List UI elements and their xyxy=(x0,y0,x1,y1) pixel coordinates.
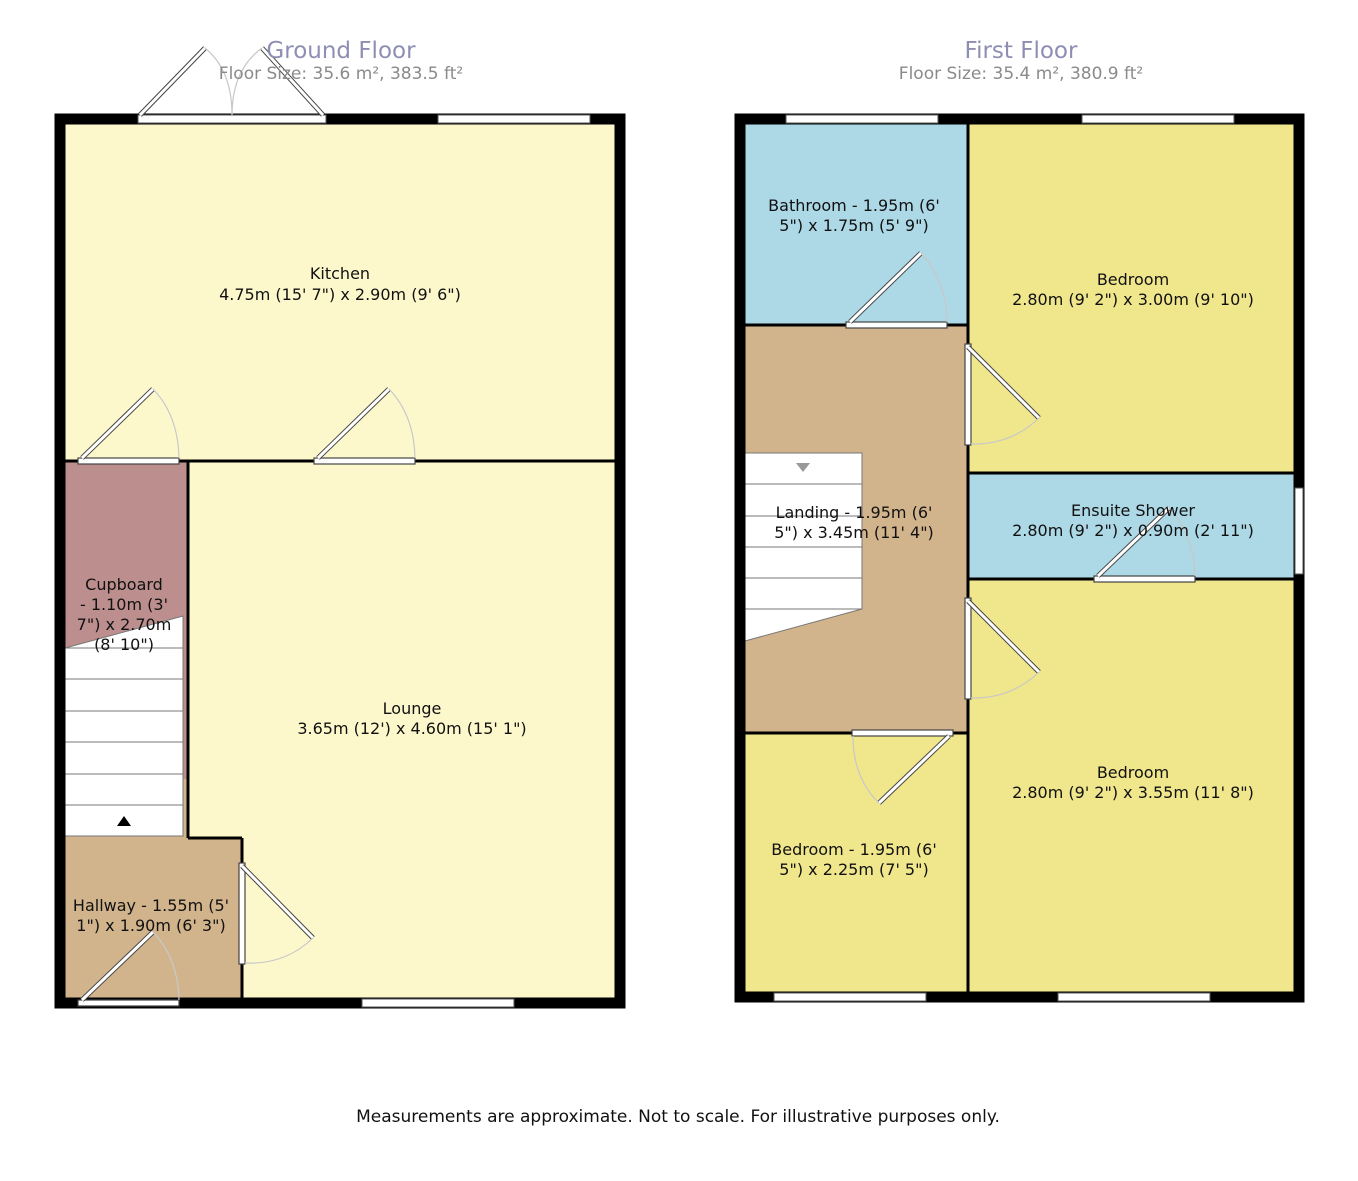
landing-label: Landing - 1.95m (6' xyxy=(776,503,933,522)
bedroom-large-label: Bedroom xyxy=(1097,763,1169,782)
ground-stairs xyxy=(64,615,184,837)
door xyxy=(77,387,180,465)
disclaimer: Measurements are approximate. Not to sca… xyxy=(356,1107,1000,1127)
bedroom-large-room xyxy=(968,579,1299,997)
lounge-label: Lounge xyxy=(383,699,442,718)
door xyxy=(1093,506,1196,583)
window xyxy=(437,114,591,124)
first-floor-size: Floor Size: 35.4 m², 380.9 ft² xyxy=(899,64,1143,84)
door xyxy=(238,862,315,965)
hallway-dimensions: 1") x 1.90m (6' 3") xyxy=(76,916,225,935)
bedroom-large-dimensions: 2.80m (9' 2") x 3.55m (11' 8") xyxy=(1012,783,1254,802)
ensuite-dimensions: 2.80m (9' 2") x 0.90m (2' 11") xyxy=(1012,521,1254,540)
cupboard-dimensions-line3: (8' 10") xyxy=(94,635,154,654)
door xyxy=(964,343,1041,446)
bedroom-top-label: Bedroom xyxy=(1097,270,1169,289)
window xyxy=(1294,487,1304,575)
cupboard-label: Cupboard xyxy=(85,575,163,594)
lounge-dimensions: 3.65m (12') x 4.60m (15' 1") xyxy=(297,719,526,738)
hallway-label: Hallway - 1.55m (5' xyxy=(73,896,229,915)
first-floor: Bathroom - 1.95m (6' 5") x 1.75m (5' 9")… xyxy=(734,38,1305,1003)
bathroom-label: Bathroom - 1.95m (6' xyxy=(768,196,940,215)
window xyxy=(785,114,939,124)
cupboard-dimensions-line2: 7") x 2.70m xyxy=(77,615,172,634)
window xyxy=(1057,992,1211,1002)
cupboard-dimensions-line1: - 1.10m (3' xyxy=(80,595,168,614)
kitchen-label: Kitchen xyxy=(310,264,370,283)
ground-floor-size: Floor Size: 35.6 m², 383.5 ft² xyxy=(219,64,463,84)
bathroom-room xyxy=(740,119,968,325)
first-stairs xyxy=(744,452,863,642)
ensuite-room xyxy=(968,473,1299,579)
landing-dimensions: 5") x 3.45m (11' 4") xyxy=(774,523,934,542)
window xyxy=(361,998,515,1008)
door xyxy=(851,729,954,805)
kitchen-room xyxy=(60,119,620,461)
ground-floor-title: Ground Floor xyxy=(266,38,416,64)
stair-up-arrow-icon xyxy=(117,816,131,826)
bedroom-top-dimensions: 2.80m (9' 2") x 3.00m (9' 10") xyxy=(1012,290,1254,309)
ground-floor: Kitchen 4.75m (15' 7") x 2.90m (9' 6") L… xyxy=(54,38,626,1009)
bedroom-small-dimensions: 5") x 2.25m (7' 5") xyxy=(779,860,928,879)
french-doors xyxy=(137,46,327,124)
bedroom-top-room xyxy=(968,119,1299,473)
door xyxy=(964,597,1041,700)
door xyxy=(845,251,948,329)
bedroom-small-room xyxy=(740,733,968,997)
window xyxy=(1081,114,1235,124)
stair-down-arrow-icon xyxy=(796,463,810,472)
lounge-room xyxy=(188,461,620,1003)
first-floor-title: First Floor xyxy=(965,38,1078,64)
bedroom-small-label: Bedroom - 1.95m (6' xyxy=(771,840,936,859)
door xyxy=(313,387,416,465)
kitchen-dimensions: 4.75m (15' 7") x 2.90m (9' 6") xyxy=(219,285,461,304)
bathroom-dimensions: 5") x 1.75m (5' 9") xyxy=(779,216,928,235)
window xyxy=(773,992,927,1002)
ensuite-label: Ensuite Shower xyxy=(1071,501,1195,520)
door xyxy=(77,930,180,1007)
